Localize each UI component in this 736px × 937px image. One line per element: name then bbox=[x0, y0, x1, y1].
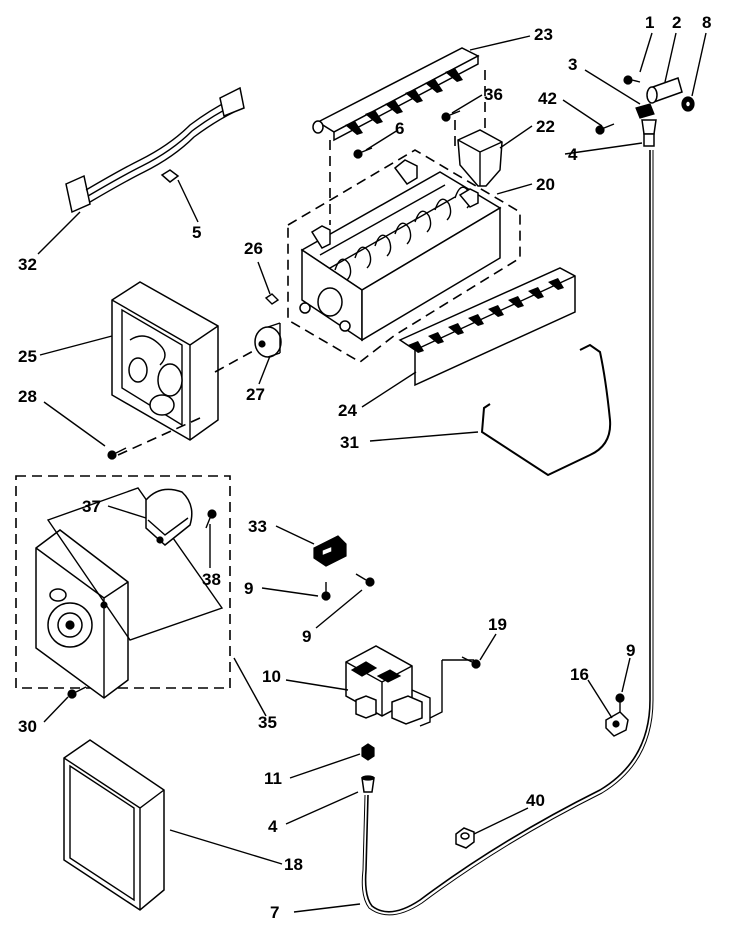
label-part-4: 4 bbox=[568, 145, 578, 164]
label-part-24: 24 bbox=[338, 401, 357, 420]
part-labels: 1 2 8 3 42 4 23 36 6 22 20 32 5 26 25 27… bbox=[18, 13, 711, 922]
part-10-water-valve bbox=[345, 645, 431, 727]
part-27-thermostat bbox=[254, 322, 282, 358]
part-30-screw bbox=[67, 686, 87, 699]
part-8-nut bbox=[681, 96, 695, 112]
label-part-18: 18 bbox=[284, 855, 303, 874]
part-42-screw bbox=[595, 123, 615, 135]
label-part-22: 22 bbox=[536, 117, 555, 136]
label-part-10: 10 bbox=[262, 667, 281, 686]
label-part-23: 23 bbox=[534, 25, 553, 44]
part-38-screw bbox=[205, 509, 217, 529]
label-part-16: 16 bbox=[570, 665, 589, 684]
label-part-40: 40 bbox=[526, 791, 545, 810]
label-part-3: 3 bbox=[568, 55, 577, 74]
label-part-19: 19 bbox=[488, 615, 507, 634]
part-20-mold-body bbox=[299, 159, 502, 342]
label-part-4: 4 bbox=[268, 817, 278, 836]
housing-leader bbox=[117, 349, 256, 456]
part-24-stripper bbox=[398, 267, 576, 387]
label-part-27: 27 bbox=[246, 385, 265, 404]
part-33-bracket bbox=[313, 535, 347, 567]
label-part-32: 32 bbox=[18, 255, 37, 274]
part-7-water-tube-inner bbox=[361, 150, 654, 916]
label-part-1: 1 bbox=[645, 13, 654, 32]
part-36-screw bbox=[441, 110, 461, 122]
part-9-screw bbox=[355, 573, 375, 587]
part-1-screw bbox=[623, 75, 641, 85]
part-9-screw bbox=[615, 693, 625, 712]
valve-wire bbox=[429, 659, 474, 719]
part-7-water-tube bbox=[364, 150, 651, 913]
label-part-30: 30 bbox=[18, 717, 37, 736]
label-part-36: 36 bbox=[484, 85, 503, 104]
label-part-8: 8 bbox=[702, 13, 711, 32]
part-4-top-ferrule bbox=[641, 119, 657, 147]
label-part-2: 2 bbox=[672, 13, 681, 32]
label-part-9: 9 bbox=[626, 641, 635, 660]
label-part-42: 42 bbox=[538, 89, 557, 108]
label-part-5: 5 bbox=[192, 223, 201, 242]
leader-lines bbox=[37, 32, 707, 913]
label-part-38: 38 bbox=[202, 570, 221, 589]
part-18-front-cover bbox=[63, 739, 165, 911]
part-22-fill-cup bbox=[457, 129, 503, 187]
label-part-28: 28 bbox=[18, 387, 37, 406]
part-25-control-housing bbox=[111, 281, 219, 441]
module-plane bbox=[46, 487, 224, 641]
label-part-20: 20 bbox=[536, 175, 555, 194]
mold-assembly-outline bbox=[287, 149, 521, 363]
label-part-11: 11 bbox=[264, 769, 282, 788]
module-assembly-outline bbox=[15, 475, 231, 689]
label-part-26: 26 bbox=[244, 239, 263, 258]
part-19-screw bbox=[461, 656, 481, 669]
part-6-screw bbox=[353, 147, 373, 159]
label-part-9: 9 bbox=[302, 627, 311, 646]
part-28-screw bbox=[107, 447, 127, 460]
label-part-37: 37 bbox=[82, 497, 101, 516]
part-35-module-plate bbox=[35, 529, 129, 699]
label-part-31: 31 bbox=[340, 433, 359, 452]
part-9-screw bbox=[321, 582, 331, 601]
label-part-25: 25 bbox=[18, 347, 37, 366]
part-11-nut bbox=[361, 743, 375, 761]
label-part-6: 6 bbox=[395, 119, 404, 138]
part-37-motor bbox=[145, 488, 193, 546]
part-31-shutoff-arm bbox=[480, 343, 612, 477]
label-part-9: 9 bbox=[244, 579, 253, 598]
part-2-tube-fitting bbox=[646, 77, 683, 104]
part-16-clamp bbox=[605, 711, 629, 737]
part-3-bracket bbox=[635, 103, 655, 119]
label-part-7: 7 bbox=[270, 903, 279, 922]
part-23-ejector-rail bbox=[312, 47, 480, 142]
label-part-33: 33 bbox=[248, 517, 267, 536]
part-32-wire-harness bbox=[65, 86, 245, 214]
part-40-nut bbox=[455, 827, 475, 849]
part-4-ferrule bbox=[361, 775, 375, 793]
label-part-35: 35 bbox=[258, 713, 277, 732]
part-26-clip bbox=[264, 293, 280, 305]
